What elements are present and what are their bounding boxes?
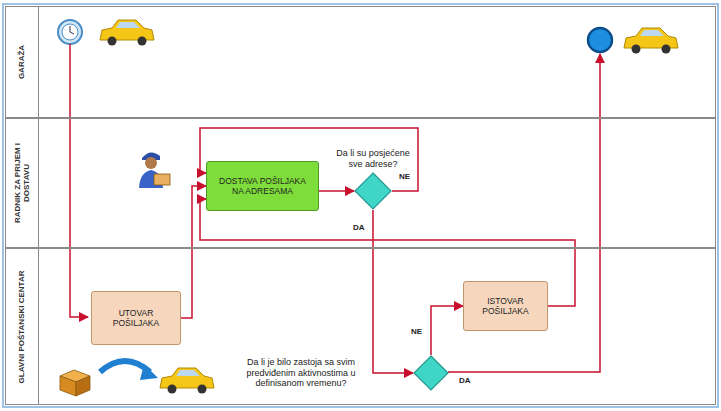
flow-label: DA — [458, 377, 472, 386]
swimlane: GARAŽA — [5, 6, 716, 118]
decision-diamond: Da li je bilo zastoja sa svim predviđeni… — [413, 355, 449, 391]
frame — [3, 4, 718, 407]
diamond-shape — [354, 172, 392, 210]
task-box: ISTOVAR POŠILJAKA — [463, 281, 548, 331]
sequence-flow — [181, 186, 206, 318]
decision-question: Da li je bilo zastoja sa svim predviđeni… — [241, 357, 361, 388]
car-icon — [624, 28, 678, 54]
diamond-shape — [413, 355, 449, 391]
diamond-outline — [414, 356, 448, 390]
end-flow — [448, 54, 600, 372]
transfer-arrowhead — [140, 364, 158, 380]
flow-label: DA — [352, 224, 366, 233]
lane-header: GLAVNI POŠTANSKI CENTAR — [6, 249, 39, 404]
sequence-flow — [431, 306, 463, 355]
package-icon — [60, 370, 90, 396]
diamond-outline — [355, 173, 391, 209]
start-flow — [70, 44, 88, 317]
task-box: UTOVAR POŠILJAKA — [91, 291, 181, 345]
decision-question: Da li su posjećene sve adrese? — [335, 148, 411, 169]
flow-label: NE — [410, 328, 423, 337]
swimlane: GLAVNI POŠTANSKI CENTAR UTOVAR POŠILJAKA I… — [5, 248, 716, 405]
lane-header: RADNIK ZA PRIJEM I DOSTAVU — [6, 119, 39, 247]
task-label: UTOVAR POŠILJAKA — [98, 308, 174, 328]
task-box: DOSTAVA POŠILJAKA NA ADRESAMA — [206, 161, 319, 211]
end-event — [588, 28, 612, 52]
timer-start-event — [58, 20, 82, 44]
lane-title: RADNIK ZA PRIJEM I DOSTAVU — [13, 123, 31, 243]
lane-title: GARAŽA — [17, 11, 26, 113]
sequence-flow — [319, 190, 354, 192]
car-icon — [100, 20, 154, 46]
task-label: DOSTAVA POŠILJAKA NA ADRESAMA — [213, 176, 312, 196]
car-icon — [160, 368, 214, 394]
lane-header: GARAŽA — [6, 7, 39, 117]
decision-diamond: Da li su posjećene sve adrese? — [354, 172, 392, 210]
task-label: ISTOVAR POŠILJAKA — [470, 296, 541, 316]
lane-title: GLAVNI POŠTANSKI CENTAR — [17, 253, 26, 400]
worker-icon — [139, 152, 170, 188]
sequence-flow — [373, 210, 413, 373]
flow-label: NE — [398, 173, 411, 182]
